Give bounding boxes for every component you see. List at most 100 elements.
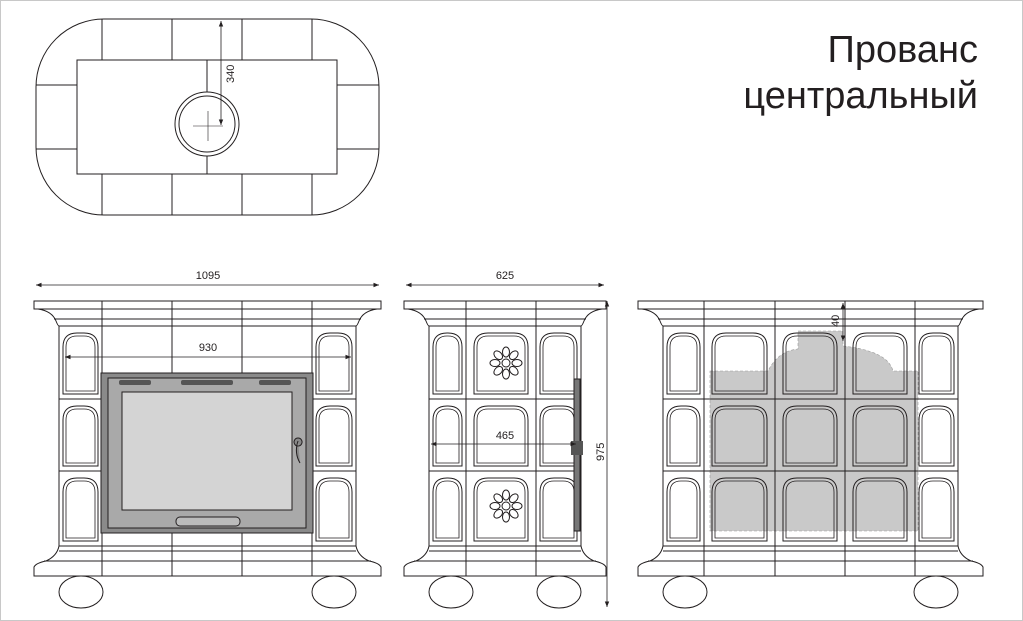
dim-side-inner: 465: [496, 430, 514, 442]
tile-arch-inner: [714, 480, 765, 539]
top-cornice: [637, 300, 984, 310]
tile-arch: [473, 477, 529, 542]
tile-arch: [432, 477, 463, 542]
foot-right: [311, 575, 357, 609]
tile-arch-inner: [714, 335, 765, 392]
tile-arch: [711, 332, 768, 395]
rosette-center: [501, 358, 511, 368]
ash-drawer-handle: [175, 516, 241, 527]
tile-arch: [432, 332, 463, 395]
foot-left: [58, 575, 104, 609]
foot-right: [913, 575, 959, 609]
cornice-profile: [641, 308, 980, 327]
tile-arch-inner: [318, 480, 350, 539]
rosette-petal: [493, 508, 504, 519]
tile-arch-inner: [318, 335, 350, 392]
tile-arch-inner: [435, 408, 460, 464]
side-view: [403, 300, 607, 609]
tile-arch-inner: [542, 480, 575, 539]
tile-arch: [918, 477, 955, 542]
tile-arch-inner: [669, 480, 698, 539]
tile-arch: [539, 405, 578, 467]
stove-body: [58, 325, 357, 547]
rosette-ornament: [489, 346, 523, 380]
rosette-petal: [493, 493, 504, 504]
tile-arch: [315, 405, 353, 467]
tile-arch-inner: [785, 335, 835, 392]
back-view: [637, 300, 984, 609]
rosette-petal: [493, 365, 504, 376]
cornice-profile: [407, 308, 603, 327]
tile-arch: [782, 405, 838, 467]
tile-arch-inner: [542, 408, 575, 464]
tile-arch-inner: [785, 408, 835, 464]
rosette-petal: [508, 350, 519, 361]
tile-arch-inner: [476, 335, 526, 392]
stove-base: [33, 545, 382, 577]
tile-arch-inner: [435, 480, 460, 539]
tile-arch-inner: [921, 480, 952, 539]
tile-arch-inner: [542, 335, 575, 392]
tile-arch-inner: [785, 480, 835, 539]
tile-arch: [539, 477, 578, 542]
door-handle-profile: [571, 441, 583, 455]
tile-arch: [62, 405, 99, 467]
tile-arch: [918, 332, 955, 395]
tile-arch: [473, 405, 529, 467]
title-line-1: Прованс: [827, 29, 978, 71]
rosette-petal: [502, 511, 510, 523]
tile-arch: [62, 332, 99, 395]
tile-arch: [315, 477, 353, 542]
stove-base: [403, 545, 607, 577]
rosette-petal: [511, 502, 523, 510]
rosette-petal: [502, 368, 510, 380]
foot-left: [428, 575, 474, 609]
rosette-petal: [508, 493, 519, 504]
tile-arch: [666, 405, 701, 467]
tile-arch-inner: [855, 408, 905, 464]
tile-arch: [62, 477, 99, 542]
tile-arch: [432, 405, 463, 467]
dim-door-width: 930: [199, 342, 217, 354]
tile-arch-inner: [476, 408, 526, 464]
top-cornice: [33, 300, 382, 310]
top-cornice: [403, 300, 607, 310]
tile-arch: [852, 477, 908, 542]
tile-arch: [315, 332, 353, 395]
tile-arch: [852, 332, 908, 395]
tile-arch: [473, 332, 529, 395]
rosette-petal: [508, 508, 519, 519]
rosette-petal: [511, 359, 523, 367]
tile-arch-inner: [714, 408, 765, 464]
door-handle: [293, 437, 303, 464]
tile-arch: [666, 477, 701, 542]
flue-inner-ring: [178, 95, 236, 153]
tile-arch-inner: [65, 335, 96, 392]
door-glass: [121, 391, 293, 511]
foot-right: [536, 575, 582, 609]
tile-arch: [711, 405, 768, 467]
tile-arch-inner: [476, 480, 526, 539]
tile-arch: [711, 477, 768, 542]
tile-arch-inner: [669, 335, 698, 392]
dim-front-width: 1095: [196, 270, 220, 282]
tile-arch: [852, 405, 908, 467]
tile-arch-inner: [855, 335, 905, 392]
rosette-petal: [502, 489, 510, 501]
tile-arch-inner: [318, 408, 350, 464]
stove-base: [637, 545, 984, 577]
rosette-petal: [508, 365, 519, 376]
top-view: [35, 18, 380, 216]
air-vent-slot: [181, 380, 233, 385]
tile-arch-inner: [65, 408, 96, 464]
tile-arch-inner: [435, 335, 460, 392]
dim-back-offset: 40: [830, 315, 842, 327]
tile-arch: [782, 477, 838, 542]
rosette-petal: [502, 346, 510, 358]
stove-body: [662, 325, 959, 547]
air-vent-slot: [259, 380, 291, 385]
cornice-profile: [37, 308, 378, 327]
hidden-insert-shading: [709, 330, 919, 532]
